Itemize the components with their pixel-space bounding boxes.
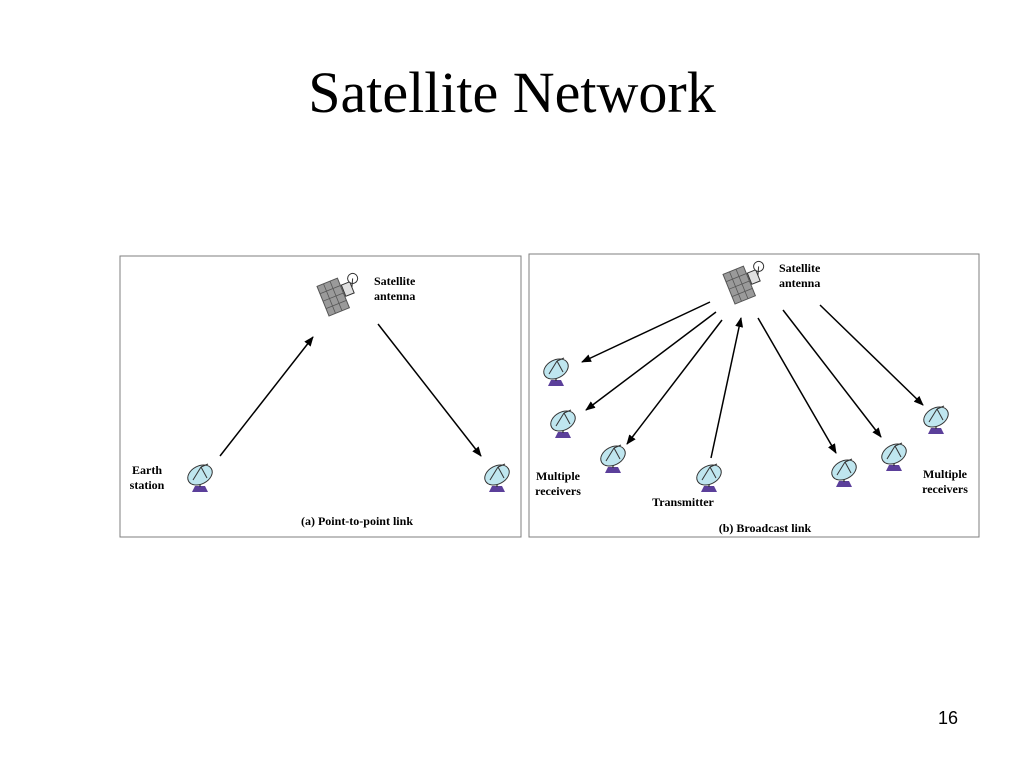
panel-b-caption: (b) Broadcast link (719, 521, 812, 535)
transmitter-label: Transmitter (652, 495, 714, 509)
transmitter-uplink-arrow (710, 317, 744, 459)
uplink-arrow (219, 336, 314, 457)
broadcast-arrow (585, 311, 717, 411)
broadcast-arrow (819, 304, 924, 406)
broadcast-arrow (782, 309, 882, 438)
broadcast-arrow (757, 317, 837, 454)
panel-a-caption: (a) Point-to-point link (301, 514, 413, 528)
downlink-arrow (377, 323, 482, 457)
slide-title: Satellite Network (308, 60, 716, 125)
panel-a-frame (119, 255, 522, 538)
broadcast-arrow (626, 319, 723, 445)
page-number: 16 (937, 708, 959, 728)
broadcast-arrow (581, 301, 711, 363)
